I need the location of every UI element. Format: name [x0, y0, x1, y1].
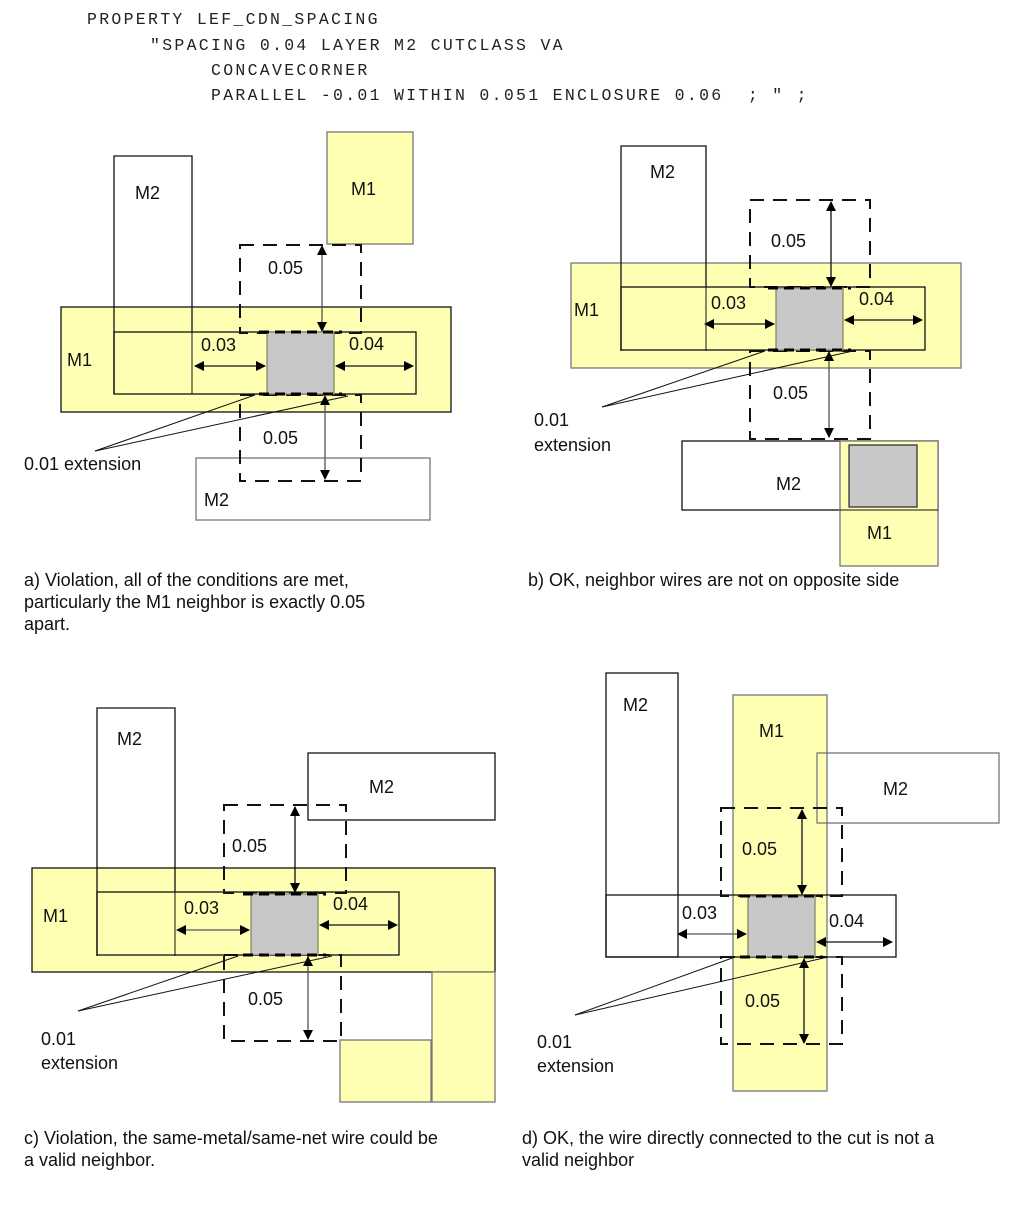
extension-label-line-2: extension: [537, 1056, 614, 1076]
label-m2-bottom: M2: [204, 490, 229, 510]
m1-same-net-bottom: [339, 1039, 432, 1103]
caption-a: a) Violation, all of the conditions are …: [24, 569, 365, 635]
dim-label-bottom: 0.05: [248, 989, 283, 1009]
dim-label-left: 0.03: [184, 898, 219, 918]
dim-label-left: 0.03: [201, 335, 236, 355]
label-m2-right: M2: [883, 779, 908, 799]
caption-a-line-1: a) Violation, all of the conditions are …: [24, 570, 349, 590]
via-cut-bottom-right: [848, 444, 918, 508]
via-cut: [250, 893, 319, 956]
extension-label-line-1: 0.01: [537, 1032, 572, 1052]
label-m1-horizontal: M1: [43, 906, 68, 926]
caption-b-line-1: b) OK, neighbor wires are not on opposit…: [528, 570, 900, 590]
m1-top-neighbor: [326, 131, 414, 245]
caption-d: d) OK, the wire directly connected to th…: [522, 1127, 934, 1171]
extension-leader-1: [77, 955, 239, 1012]
m1-same-net-vertical: [431, 971, 496, 1103]
extension-label-line-1: 0.01: [534, 410, 569, 430]
dim-label-right: 0.04: [859, 289, 894, 309]
m2-vertical-wire: [113, 155, 193, 394]
m2-vertical-wire: [96, 707, 176, 956]
m2-bottom-wire: [195, 457, 431, 521]
extension-leader-2: [94, 395, 349, 452]
search-region-bottom: [239, 394, 362, 482]
via-cut: [266, 331, 335, 395]
label-m2-vertical: M2: [117, 729, 142, 749]
caption-a-line-2: particularly the M1 neighbor is exactly …: [24, 592, 366, 612]
label-m1-horizontal: M1: [67, 350, 92, 370]
lef-property-line-4: PARALLEL -0.01 WITHIN 0.051 ENCLOSURE 0.…: [211, 86, 809, 105]
m2-vertical-wire: [620, 145, 707, 351]
caption-b: b) OK, neighbor wires are not on opposit…: [528, 569, 899, 591]
dim-label-right: 0.04: [333, 894, 368, 914]
extension-label: 0.01 extension: [24, 454, 141, 474]
m1-vertical-wire: [732, 694, 828, 1092]
dim-label-top: 0.05: [232, 836, 267, 856]
label-m1-horizontal: M1: [574, 300, 599, 320]
dim-label-left: 0.03: [711, 293, 746, 313]
lef-property-line-3: CONCAVECORNER: [211, 61, 370, 80]
dim-label-bottom: 0.05: [745, 991, 780, 1011]
m1-horizontal-wire: [60, 306, 452, 413]
search-region-top: [720, 807, 843, 897]
search-region-bottom: [720, 956, 843, 1045]
dim-label-bottom: 0.05: [263, 428, 298, 448]
dim-label-right: 0.04: [829, 911, 864, 931]
label-m2-vertical: M2: [650, 162, 675, 182]
caption-c-line-1: c) Violation, the same-metal/same-net wi…: [24, 1128, 438, 1148]
caption-d-line-1: d) OK, the wire directly connected to th…: [522, 1128, 935, 1148]
extension-leader-2: [77, 955, 333, 1012]
dim-label-left: 0.03: [682, 903, 717, 923]
extension-label-line-1: 0.01: [41, 1029, 76, 1049]
label-m2-top-right: M2: [369, 777, 394, 797]
dim-label-top: 0.05: [742, 839, 777, 859]
label-m2-vertical: M2: [135, 183, 160, 203]
dim-label-top: 0.05: [771, 231, 806, 251]
search-region-top: [223, 804, 347, 894]
via-cut: [747, 895, 816, 958]
extension-label-line-2: extension: [534, 435, 611, 455]
m2-top-right-wire: [307, 752, 496, 821]
dim-label-bottom: 0.05: [773, 383, 808, 403]
extension-label-line-2: extension: [41, 1053, 118, 1073]
m1-horizontal-wire: [570, 262, 962, 369]
extension-leader-2: [574, 956, 829, 1016]
dim-label-top: 0.05: [268, 258, 303, 278]
extension-leader-1: [574, 956, 736, 1016]
m2-right-wire: [816, 752, 1000, 824]
label-m2-bottom: M2: [776, 474, 801, 494]
caption-d-line-2: valid neighbor: [522, 1150, 635, 1170]
extension-leader-1: [601, 350, 766, 408]
label-m1-vertical: M1: [759, 721, 784, 741]
dim-label-right: 0.04: [349, 334, 384, 354]
label-m1-top: M1: [351, 179, 376, 199]
extension-leader-1: [94, 394, 256, 452]
label-m2-vertical: M2: [623, 695, 648, 715]
caption-c: c) Violation, the same-metal/same-net wi…: [24, 1127, 438, 1171]
lef-property-line-2: "SPACING 0.04 LAYER M2 CUTCLASS VA: [150, 36, 565, 55]
caption-c-line-2: a valid neighbor.: [24, 1150, 156, 1170]
via-cut: [775, 287, 844, 351]
search-region-top: [239, 244, 362, 334]
m2-vertical-wire: [605, 672, 679, 958]
label-m1-bottom: M1: [867, 523, 892, 543]
lef-property-line-1: PROPERTY LEF_CDN_SPACING: [87, 10, 380, 29]
caption-a-line-3: apart.: [24, 614, 71, 634]
extension-leader-2: [601, 350, 854, 408]
